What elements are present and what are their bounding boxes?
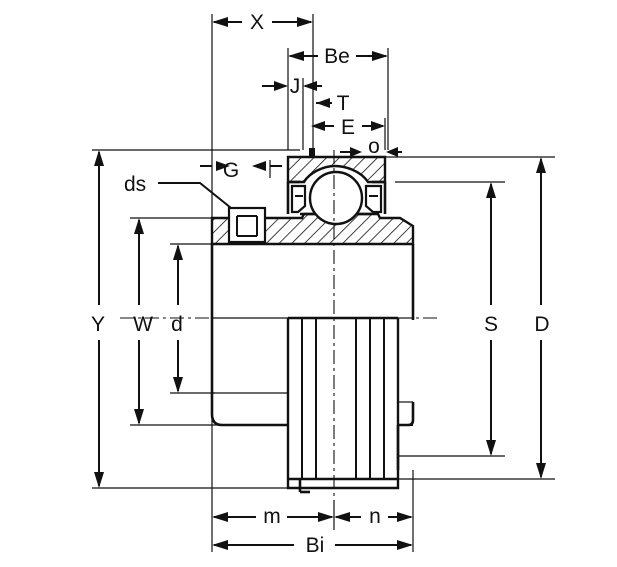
label-e: E	[341, 116, 355, 139]
outer-ring-lower	[286, 318, 400, 490]
ball	[308, 170, 364, 226]
label-x: X	[250, 11, 264, 34]
dimension-t: T	[316, 92, 350, 115]
dimension-bi: Bi	[212, 534, 413, 557]
label-y: Y	[91, 313, 105, 336]
bearing-body	[210, 148, 415, 494]
label-n: n	[369, 505, 381, 528]
label-j: J	[290, 75, 301, 98]
center-lines	[120, 150, 440, 500]
dimension-d-outer: D	[534, 157, 550, 479]
label-w: W	[133, 313, 153, 336]
dimension-e: E	[311, 116, 385, 139]
label-d: d	[171, 313, 183, 336]
extension-lines	[92, 14, 555, 552]
outer-ring-section	[286, 155, 387, 184]
seal-right	[364, 184, 383, 214]
dimension-o: o	[340, 135, 402, 158]
inner-ring-lower	[210, 244, 287, 427]
dimension-w: W	[133, 218, 153, 425]
outer-ring-step	[286, 180, 387, 214]
dimension-s: S	[484, 182, 498, 456]
label-d-outer: D	[534, 313, 549, 336]
dimension-be: Be	[288, 45, 388, 68]
dimension-n: n	[334, 505, 413, 528]
dimension-m: m	[212, 505, 334, 528]
dimension-j: J	[262, 75, 322, 98]
dimension-g: G	[200, 159, 282, 182]
label-t: T	[337, 92, 350, 115]
callout-ds: ds	[124, 173, 237, 213]
label-be: Be	[324, 45, 350, 68]
dimension-y: Y	[91, 150, 105, 488]
label-bi: Bi	[306, 534, 325, 557]
label-g: G	[223, 159, 239, 182]
label-ds: ds	[124, 173, 146, 196]
label-o: o	[368, 135, 380, 158]
dimension-x: X	[212, 11, 313, 34]
dimension-d: d	[171, 244, 183, 393]
seal-left	[290, 184, 307, 214]
label-m: m	[263, 505, 281, 528]
label-s: S	[484, 313, 498, 336]
